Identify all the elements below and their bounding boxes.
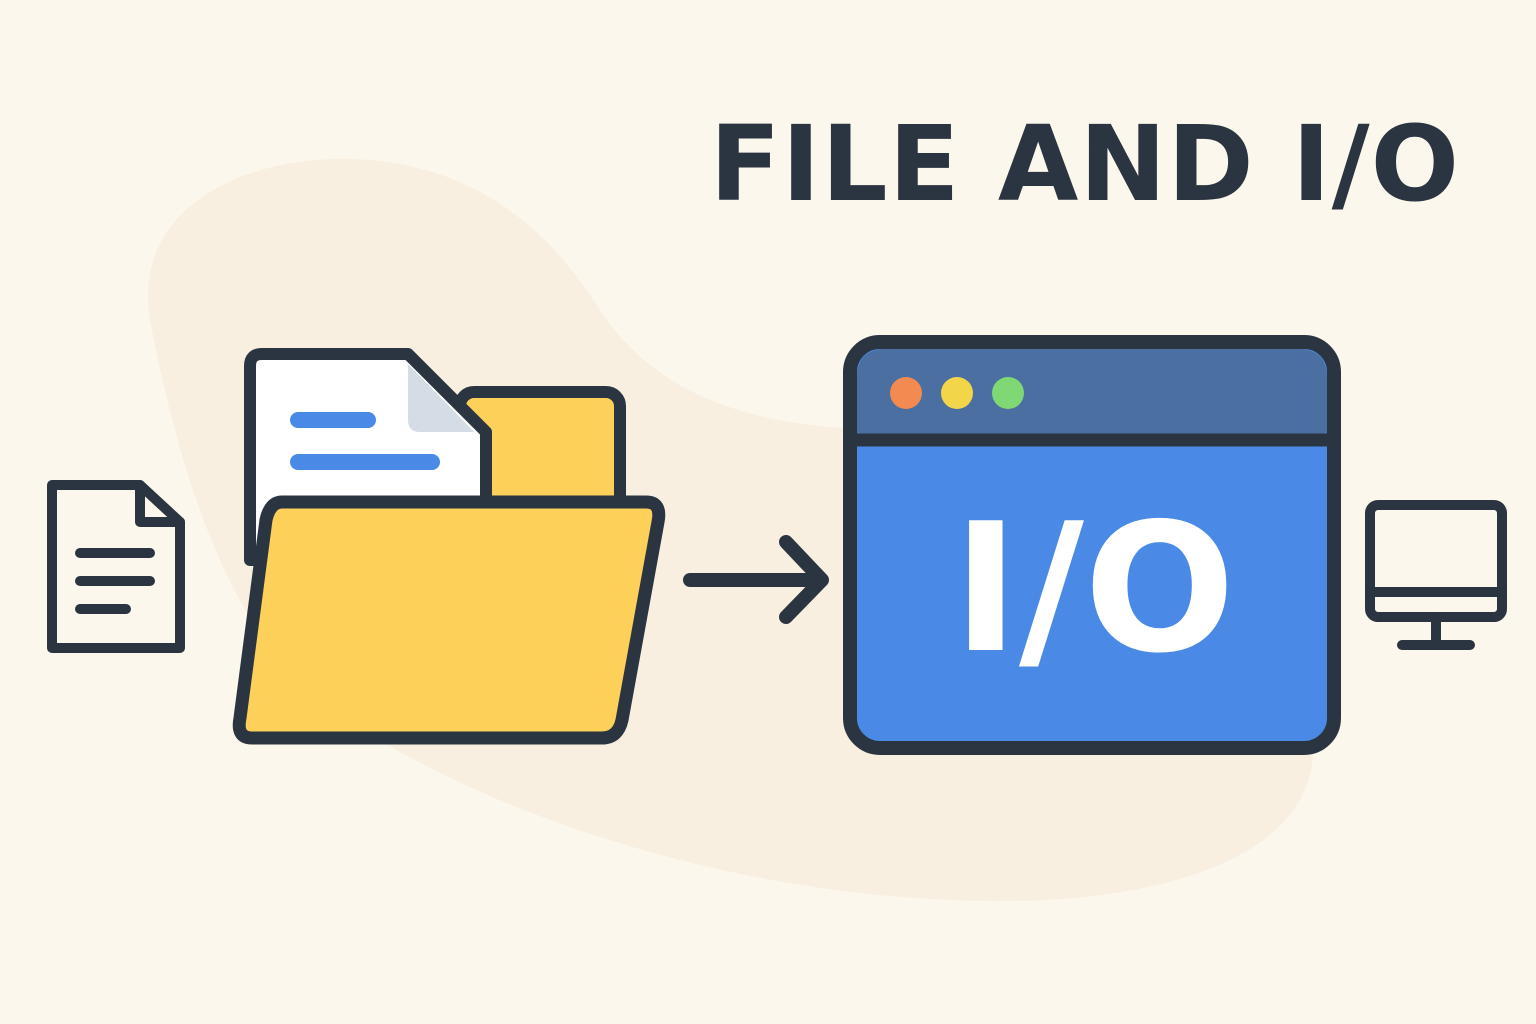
arrow-right-icon [683,535,829,624]
folder-with-document-icon [232,348,666,745]
app-window-icon [843,335,1341,755]
window-io-label: I/O [952,485,1236,692]
window-dot-red [890,377,922,409]
window-dot-green [992,377,1024,409]
window-dot-yellow [941,377,973,409]
monitor-icon [1365,500,1507,650]
document-icon [47,480,185,653]
page-title: FILE AND I/O [709,103,1460,225]
